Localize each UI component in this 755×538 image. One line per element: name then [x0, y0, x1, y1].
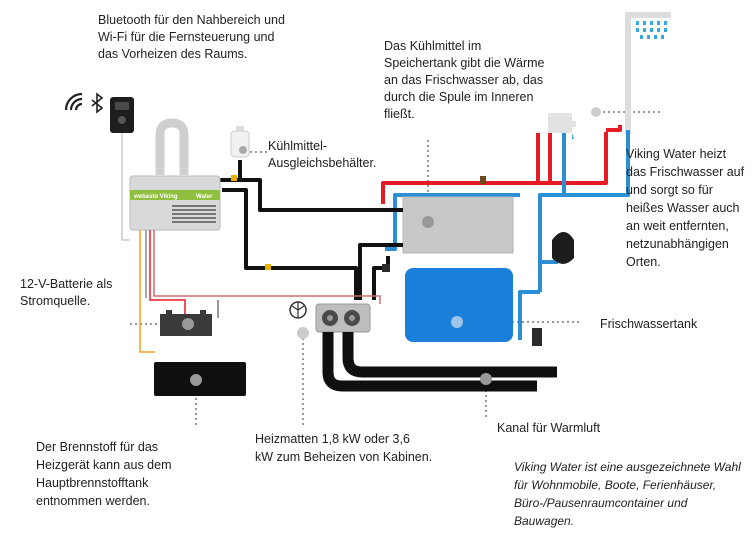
label-expansion-vessel: Kühlmittel- Ausgleichsbehälter.	[268, 139, 377, 170]
coolant-pipes	[214, 160, 403, 300]
label-coolant-tank: Das Kühlmittel im Speichertank gibt die …	[384, 39, 545, 121]
shower-icon	[636, 21, 667, 39]
bluetooth-icon	[91, 92, 104, 114]
expansion-vessel	[552, 232, 574, 264]
label-heat-mats: Heizmatten 1,8 kW oder 3,6 kW zum Beheiz…	[255, 432, 433, 464]
heater-model: Water	[196, 194, 213, 200]
faucet-icon	[548, 113, 576, 139]
exhaust-tube	[155, 118, 189, 175]
cold-water-pipes	[385, 130, 630, 340]
wiring	[139, 230, 381, 353]
label-fresh-tank: Frischwassertank	[600, 317, 698, 331]
label-battery: 12-V-Batterie als Stromquelle.	[20, 277, 113, 308]
heat-exchanger	[315, 303, 371, 333]
label-warm-air: Kanal für Warmluft	[497, 421, 601, 435]
heater-brand: webasto Viking	[134, 194, 178, 200]
control-panel	[110, 97, 134, 133]
storage-tank	[402, 196, 514, 254]
label-viking-heats: Viking Water heizt das Frischwasser auf …	[626, 147, 745, 269]
battery	[160, 310, 212, 336]
warm-air-ducts	[322, 332, 557, 392]
water-heater-icon	[129, 175, 221, 231]
hot-water-pipes	[381, 125, 622, 204]
fresh-water-tank	[405, 268, 513, 342]
label-fuel: Der Brennstoff für das Heizgerät kann au…	[36, 440, 172, 508]
fan-icon	[289, 301, 307, 319]
label-bluetooth: Bluetooth für den Nahbereich und Wi-Fi f…	[98, 13, 285, 61]
shower	[591, 12, 671, 134]
fuel-tank	[154, 362, 246, 396]
note-usage: Viking Water ist eine ausgezeichnete Wah…	[514, 460, 741, 528]
coolant-reservoir	[230, 126, 250, 158]
wifi-icon	[64, 92, 83, 111]
